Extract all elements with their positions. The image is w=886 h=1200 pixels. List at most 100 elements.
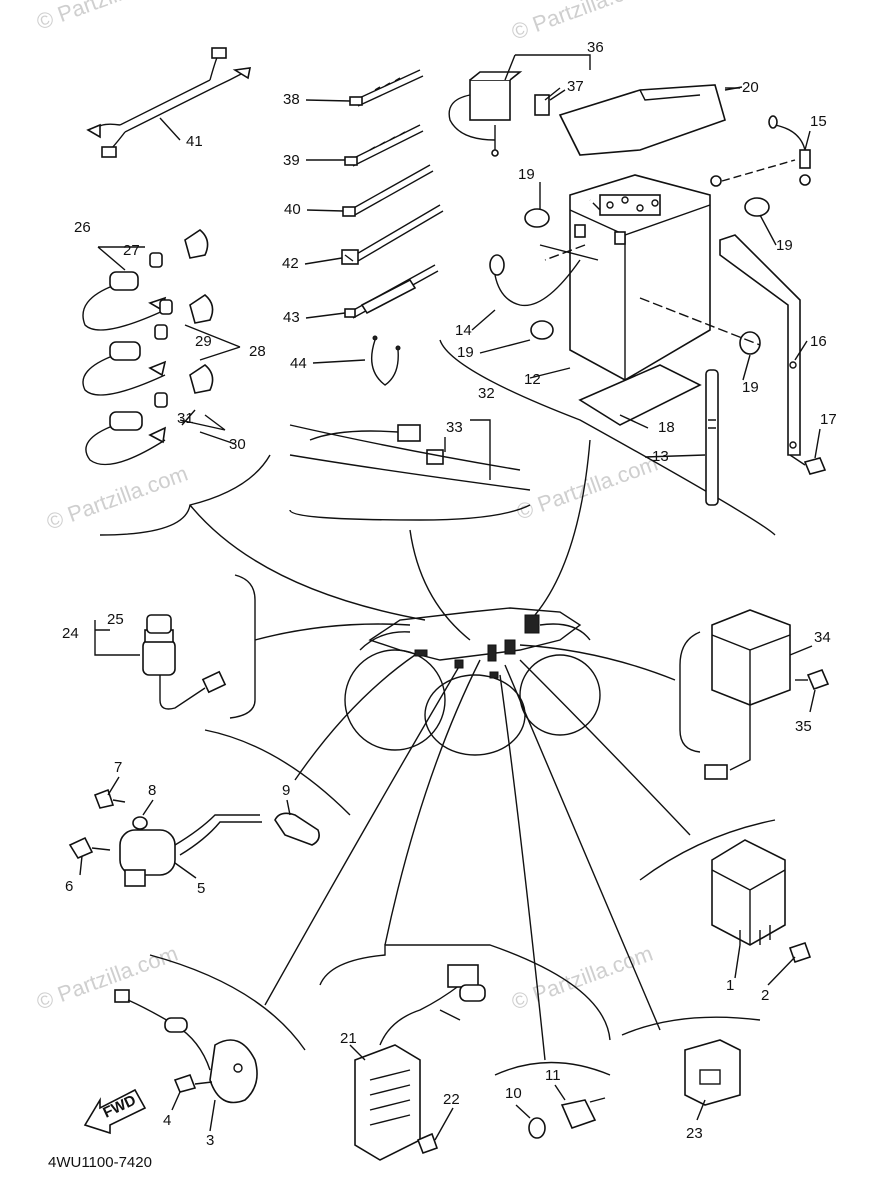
group-bracket-right-top [439,339,776,536]
callout-37: 37 [567,78,584,95]
callout-9: 9 [282,782,290,799]
cdi-unit-1 [711,839,786,946]
main-switch-24 [94,614,227,710]
leader-line [534,439,591,616]
bolt-35 [795,668,830,691]
callout-4: 4 [163,1112,171,1129]
battery-lead-14 [489,244,599,307]
callout-8: 8 [148,782,156,799]
callout-5: 5 [197,880,205,897]
callout-34: 34 [814,629,831,646]
callout-10: 10 [505,1085,522,1102]
vehicle-outline [344,607,601,756]
callout-6: 6 [65,878,73,895]
plug-lead-28 [82,294,214,396]
plug-lead-26 [82,229,209,331]
watermark: © Partzilla.com [513,451,661,525]
callout-19: 19 [518,166,535,183]
plug-lead-30 [85,364,214,466]
callout-leaders [79,86,821,1141]
damper-19 [524,197,770,355]
battery-pad-18 [578,364,702,426]
bolt-6 [68,836,111,860]
callout-35: 35 [795,718,812,735]
callout-21: 21 [340,1030,357,1047]
callout-24: 24 [62,625,79,642]
group-bracket-11 [494,1061,611,1076]
battery-band-16 [719,234,801,456]
connector-32 [289,419,531,491]
leader-line [409,529,471,641]
callout-41: 41 [186,133,203,150]
group-bracket-5 [204,729,351,816]
switch-11 [560,1097,606,1129]
cable-tie-42 [341,204,444,265]
group-bracket-23 [621,1016,761,1036]
washer-8 [132,816,148,830]
group-bracket-1 [639,819,776,881]
callout-31: 31 [177,410,194,427]
watermark: © Partzilla.com [43,461,191,535]
callout-12: 12 [524,371,541,388]
callout-30: 30 [229,436,246,453]
callout-18: 18 [658,419,675,436]
relay-23 [684,1039,741,1106]
callout-39: 39 [283,152,300,169]
breather-hose-13 [705,369,719,506]
leader-line [294,654,416,781]
callout-19: 19 [457,344,474,361]
diagram-code: 4WU1100-7420 [48,1154,152,1171]
callout-3: 3 [206,1132,214,1149]
bolt-4 [173,1073,213,1093]
callout-44: 44 [290,355,307,372]
cable-tie-38 [349,69,424,107]
callout-27: 27 [123,242,140,259]
battery-12 [569,174,711,381]
leader-line [504,664,661,1031]
leader-line [254,623,411,641]
leader-line [384,659,481,946]
watermark: © Partzilla.com [508,0,656,45]
callout-42: 42 [282,255,299,272]
rectifier-21 [354,964,486,1161]
callout-20: 20 [742,79,759,96]
ignition-coil-5 [119,814,262,887]
callout-bracket-28 [184,324,241,361]
leader-line [519,644,676,681]
leader-line [189,504,426,621]
callout-38: 38 [283,91,300,108]
callout-19: 19 [776,237,793,254]
callout-16: 16 [810,333,827,350]
callout-15: 15 [810,113,827,130]
cable-tie-40 [342,164,434,217]
callout-33: 33 [446,419,463,436]
group-bracket-34 [679,631,701,753]
watermark: © Partzilla.com [33,0,181,35]
callout-40: 40 [284,201,301,218]
callout-28: 28 [249,343,266,360]
callout-2: 2 [761,987,769,1004]
callout-7: 7 [114,759,122,776]
group-bracket-24 [229,574,256,719]
plug-cap-9 [274,812,320,846]
callout-32: 32 [478,385,495,402]
leader-line [499,674,546,1061]
cable-tie-39 [344,124,424,167]
cable-tie-43 [344,264,439,319]
center-line [544,199,761,346]
callout-14: 14 [455,322,472,339]
callout-23: 23 [686,1125,703,1142]
washer-10 [528,1117,546,1139]
battery-cover-20 [558,84,740,156]
callout-1: 1 [726,977,734,994]
battery-lead-15 [710,115,811,187]
leader-line [519,659,691,836]
callout-bracket-30 [179,414,226,431]
bolt-17 [789,454,827,475]
bolt-22 [416,1132,439,1155]
watermark: © Partzilla.com [33,941,181,1015]
callout-25: 25 [107,611,124,628]
callout-36: 36 [587,39,604,56]
group-bracket-3 [149,954,306,1051]
